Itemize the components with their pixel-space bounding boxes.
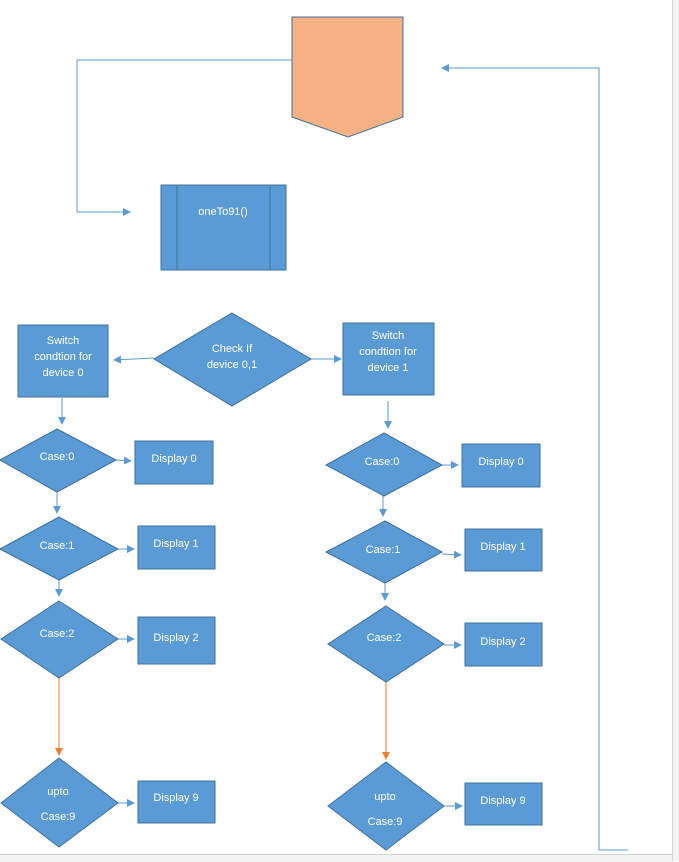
right-case0-label: Case:0	[365, 456, 400, 468]
right-display9-box[interactable]: Display 9	[464, 782, 543, 826]
switch-right-line1: Switch	[372, 330, 404, 342]
right-case1-decision[interactable]: Case:1	[324, 520, 444, 584]
right-case0-decision[interactable]: Case:0	[324, 432, 444, 497]
right-display1-box[interactable]: Display 1	[464, 528, 543, 572]
switch-right-line2: condtion for	[359, 346, 417, 358]
left-case0-label: Case:0	[40, 451, 75, 463]
right-case2-decision[interactable]: Case:2	[327, 605, 445, 683]
connector-start-to-subprocess	[76, 59, 292, 216]
connector-right-case1-to-display	[441, 550, 462, 559]
right-display2-box[interactable]: Display 2	[464, 622, 543, 667]
switch-left-line1: Switch	[47, 335, 79, 347]
right-case2-label: Case:2	[367, 632, 402, 644]
left-case9-decision[interactable]: upto Case:9	[0, 757, 119, 848]
start-offpage-shape[interactable]	[291, 16, 404, 138]
left-case2-decision[interactable]: Case:2	[0, 600, 119, 679]
switch-device1-box[interactable]: Switch condtion for device 1	[342, 322, 435, 396]
switch-left-line2: condtion for	[34, 351, 92, 363]
decision-device-line2: device 0,1	[207, 359, 257, 371]
left-case1-decision[interactable]: Case:1	[0, 516, 120, 581]
connector-left-case0-to-display	[115, 456, 132, 465]
left-case2-label: Case:2	[40, 628, 75, 640]
left-display9-label: Display 9	[153, 792, 198, 804]
right-display1-label: Display 1	[480, 541, 525, 553]
left-case1-label: Case:1	[40, 540, 75, 552]
left-display2-box[interactable]: Display 2	[137, 616, 216, 665]
right-case9-line2: Case:9	[368, 816, 403, 828]
right-display2-label: Display 2	[480, 636, 525, 648]
decision-device-line1: Check If	[212, 343, 253, 355]
connector-loop-back	[441, 64, 628, 851]
left-display9-box[interactable]: Display 9	[137, 780, 216, 824]
connector-decision-to-left-switch	[113, 355, 155, 364]
left-display1-box[interactable]: Display 1	[137, 525, 216, 570]
right-case9-line1: upto	[374, 791, 395, 803]
left-display0-box[interactable]: Display 0	[134, 440, 214, 485]
left-display2-label: Display 2	[153, 632, 198, 644]
vertical-scrollbar[interactable]	[672, 0, 679, 861]
subprocess-oneto91[interactable]: oneTo91()	[160, 184, 287, 271]
left-display0-label: Display 0	[151, 453, 196, 465]
left-case9-line2: Case:9	[41, 811, 76, 823]
left-case0-decision[interactable]: Case:0	[0, 428, 118, 493]
left-display1-label: Display 1	[153, 538, 198, 550]
right-case9-decision[interactable]: upto Case:9	[327, 761, 445, 851]
right-display0-label: Display 0	[478, 456, 523, 468]
right-case1-label: Case:1	[366, 544, 401, 556]
switch-right-line3: device 1	[368, 362, 409, 374]
right-display0-box[interactable]: Display 0	[461, 443, 541, 488]
horizontal-scrollbar[interactable]	[0, 854, 672, 862]
right-display9-label: Display 9	[480, 795, 525, 807]
left-case9-line1: upto	[47, 786, 68, 798]
subprocess-label: oneTo91()	[198, 206, 248, 218]
switch-left-line3: device 0	[43, 367, 84, 379]
decision-check-device[interactable]: Check If device 0,1	[153, 312, 312, 407]
switch-device0-box[interactable]: Switch condtion for device 0	[17, 324, 109, 398]
